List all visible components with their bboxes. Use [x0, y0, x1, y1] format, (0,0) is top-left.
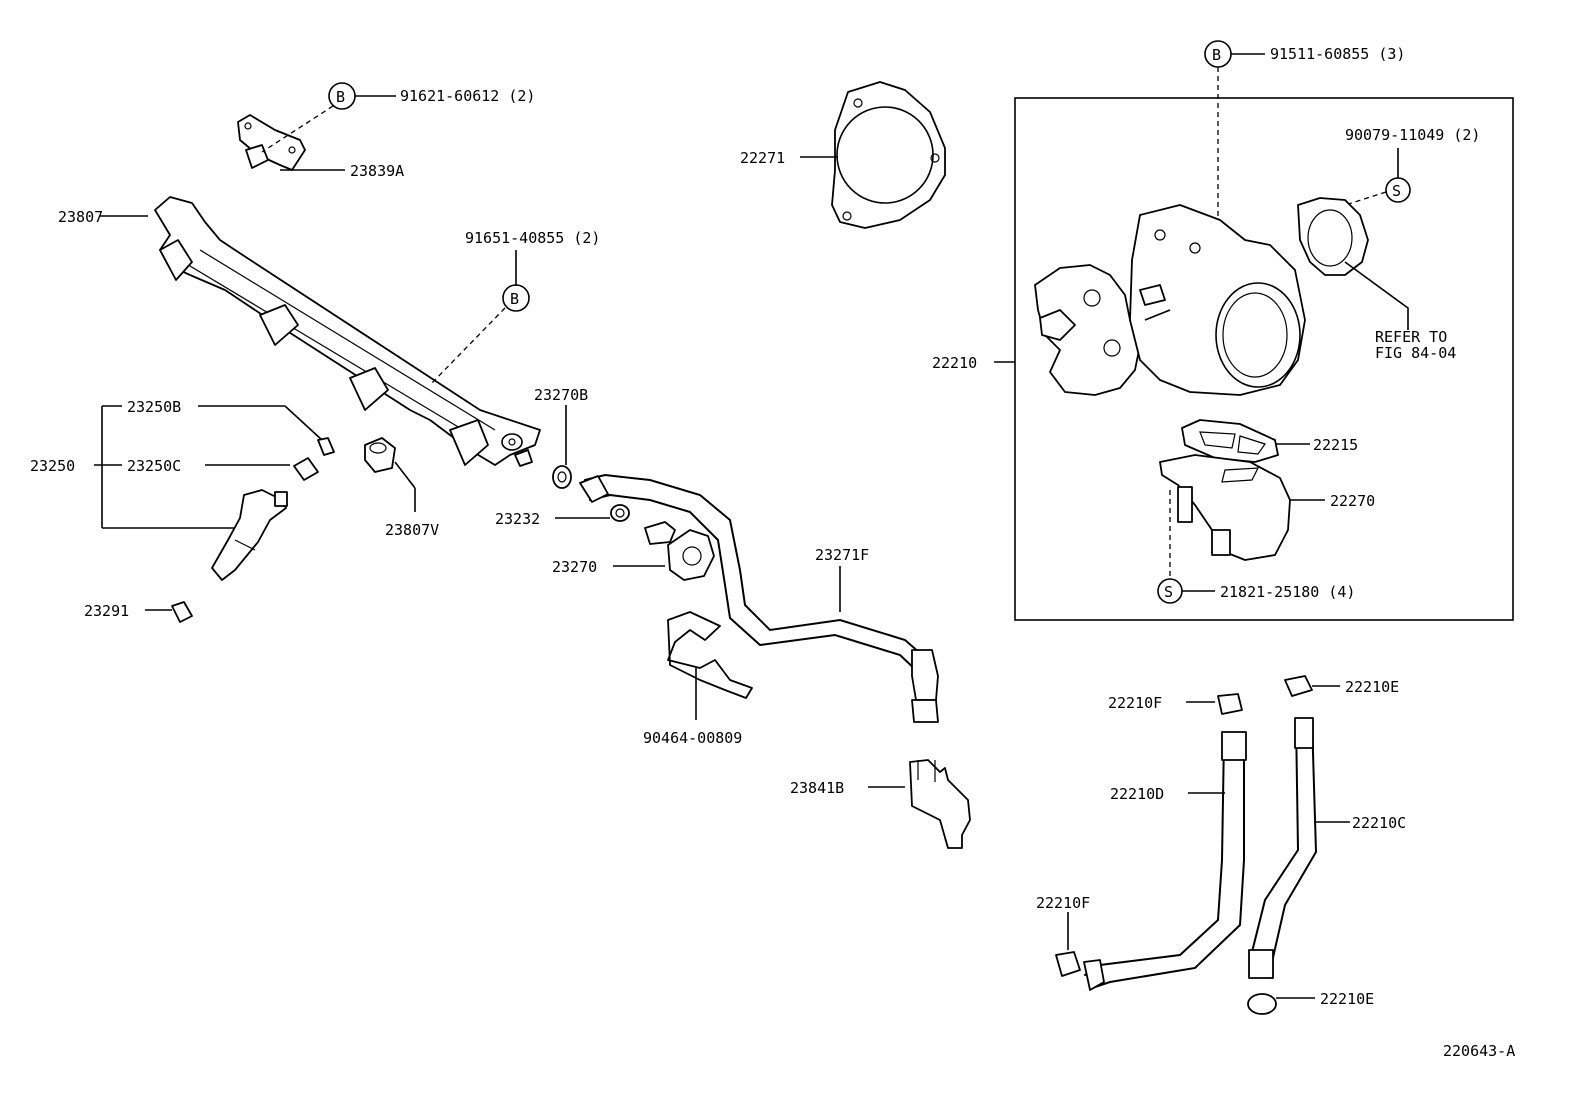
part-number-label: 90079-11049 (2) [1345, 126, 1480, 144]
figure-id: 220643-A [1443, 1042, 1515, 1060]
part-number-label: 21821-25180 (4) [1220, 583, 1355, 601]
part-number-label: 22210D [1110, 785, 1164, 803]
clamp-90464-00809 [667, 611, 753, 720]
marker-b: B [510, 290, 519, 308]
part-number-label: 23291 [84, 602, 129, 620]
gasket-22215 [1181, 419, 1310, 463]
insulator-23807V [364, 437, 416, 512]
marker-s: S [1164, 583, 1173, 601]
bracket-23841B [868, 759, 971, 849]
refer-note-line-2: FIG 84-04 [1375, 344, 1456, 362]
part-number-label: 22210F [1036, 894, 1090, 912]
fuel-rail-23807 [100, 196, 541, 467]
seal-23291 [145, 601, 193, 623]
part-number-label: 23841B [790, 779, 844, 797]
hose-22210C [1248, 717, 1350, 979]
bolt-callout-b-1: B 91621-60612 (2) [261, 82, 535, 153]
hose-22210D [1083, 731, 1247, 991]
pressure-regulator-23270 [613, 521, 715, 581]
part-number-label: 23807V [385, 521, 439, 539]
hose-22210F-top [1186, 693, 1243, 715]
part-number-label: 90464-00809 [643, 729, 742, 747]
part-number-label: 91511-60855 (3) [1270, 45, 1405, 63]
bolt-callout-b-2: 91651-40855 (2) B [429, 229, 600, 386]
hose-22210F-bottom [1055, 912, 1081, 977]
part-number-label: 22215 [1313, 436, 1358, 454]
screw-callout-s-2: S 21821-25180 (4) [1157, 490, 1355, 604]
hose-22210E-bottom [1247, 993, 1315, 1015]
throttle-body-22210 [1034, 204, 1306, 396]
part-number-label: 23250B [127, 398, 181, 416]
part-number-label: 22210E [1320, 990, 1374, 1008]
part-number-label: 23250 [30, 457, 75, 475]
throttle-body-inset-box [1014, 97, 1514, 621]
part-number-label: 22270 [1330, 492, 1375, 510]
part-number-label: 23270B [534, 386, 588, 404]
part-number-label: 91621-60612 (2) [400, 87, 535, 105]
screw-callout-s-1: 90079-11049 (2) S [1329, 126, 1480, 211]
marker-b: B [336, 88, 345, 106]
idle-control-valve-22270 [1159, 454, 1325, 561]
part-number-label: 22210E [1345, 678, 1399, 696]
gasket-23232 [555, 504, 630, 522]
part-number-label: 22210F [1108, 694, 1162, 712]
marker-b: B [1212, 46, 1221, 64]
hose-22210E-top [1284, 675, 1340, 697]
bolt-callout-b-3: B 91511-60855 (3) [1204, 40, 1405, 240]
part-number-label: 23270 [552, 558, 597, 576]
part-number-label: 22271 [740, 149, 785, 167]
part-number-label: 91651-40855 (2) [465, 229, 600, 247]
fuel-hose-23271F [579, 473, 939, 723]
part-number-label: 23271F [815, 546, 869, 564]
injector-23250 [94, 405, 335, 581]
refer-note-line-1: REFER TO [1375, 328, 1447, 346]
gasket-23270B [552, 405, 572, 489]
part-number-label: 22210 [932, 354, 977, 372]
marker-s: S [1392, 182, 1401, 200]
throttle-position-sensor [1297, 197, 1409, 330]
part-number-label: 23250C [127, 457, 181, 475]
bracket-23839A [237, 114, 345, 171]
part-number-label: 23232 [495, 510, 540, 528]
part-number-label: 23839A [350, 162, 404, 180]
gasket-22271 [800, 81, 946, 229]
part-number-label: 22210C [1352, 814, 1406, 832]
part-number-label: 23807 [58, 208, 103, 226]
